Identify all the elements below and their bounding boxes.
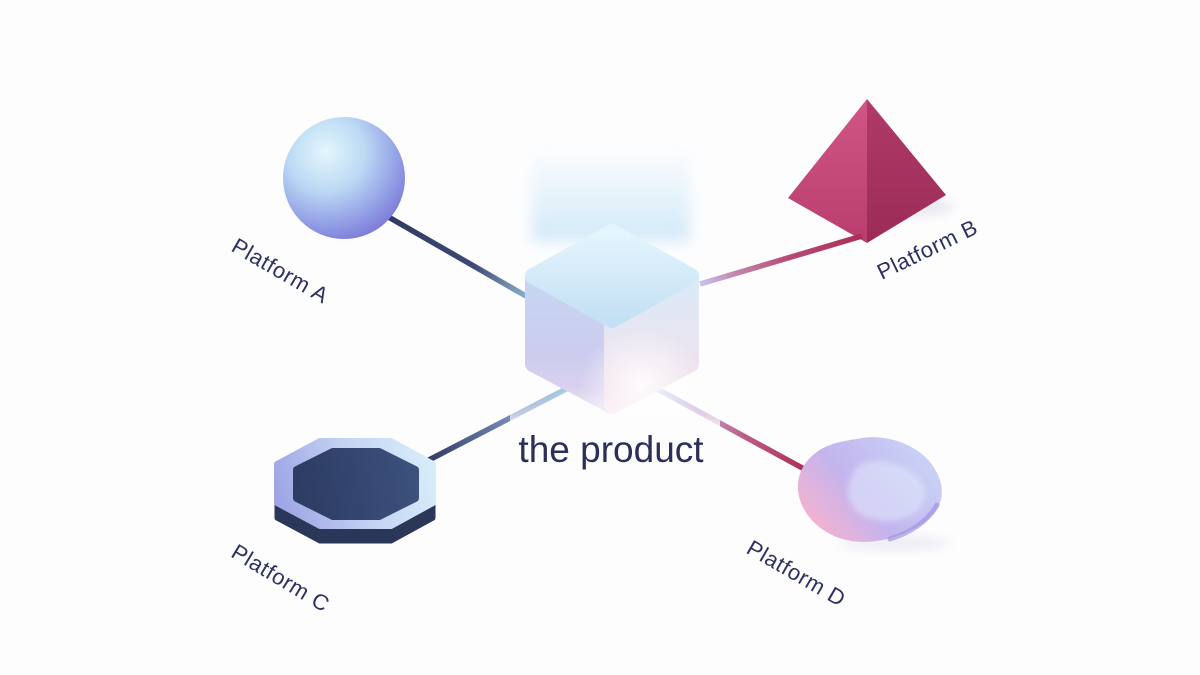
cube-top-face <box>525 224 699 328</box>
platform-b-node <box>788 99 954 243</box>
product-node <box>510 224 720 444</box>
connector-product-platform-b <box>699 233 863 287</box>
octagon-core <box>293 448 419 520</box>
sphere-shape <box>283 117 405 239</box>
pebble-facet-highlight <box>847 461 926 522</box>
pebble-edge-accent <box>887 502 940 542</box>
product-label: the product <box>518 429 704 470</box>
pyramid-right-face <box>867 99 946 243</box>
platform-c-node <box>274 438 436 544</box>
platform-d-node <box>797 437 950 551</box>
platform-a-node <box>283 117 405 239</box>
cube-bottom-fade <box>510 388 720 430</box>
pyramid-left-face <box>788 99 867 243</box>
connector-product-platform-a <box>383 212 547 310</box>
